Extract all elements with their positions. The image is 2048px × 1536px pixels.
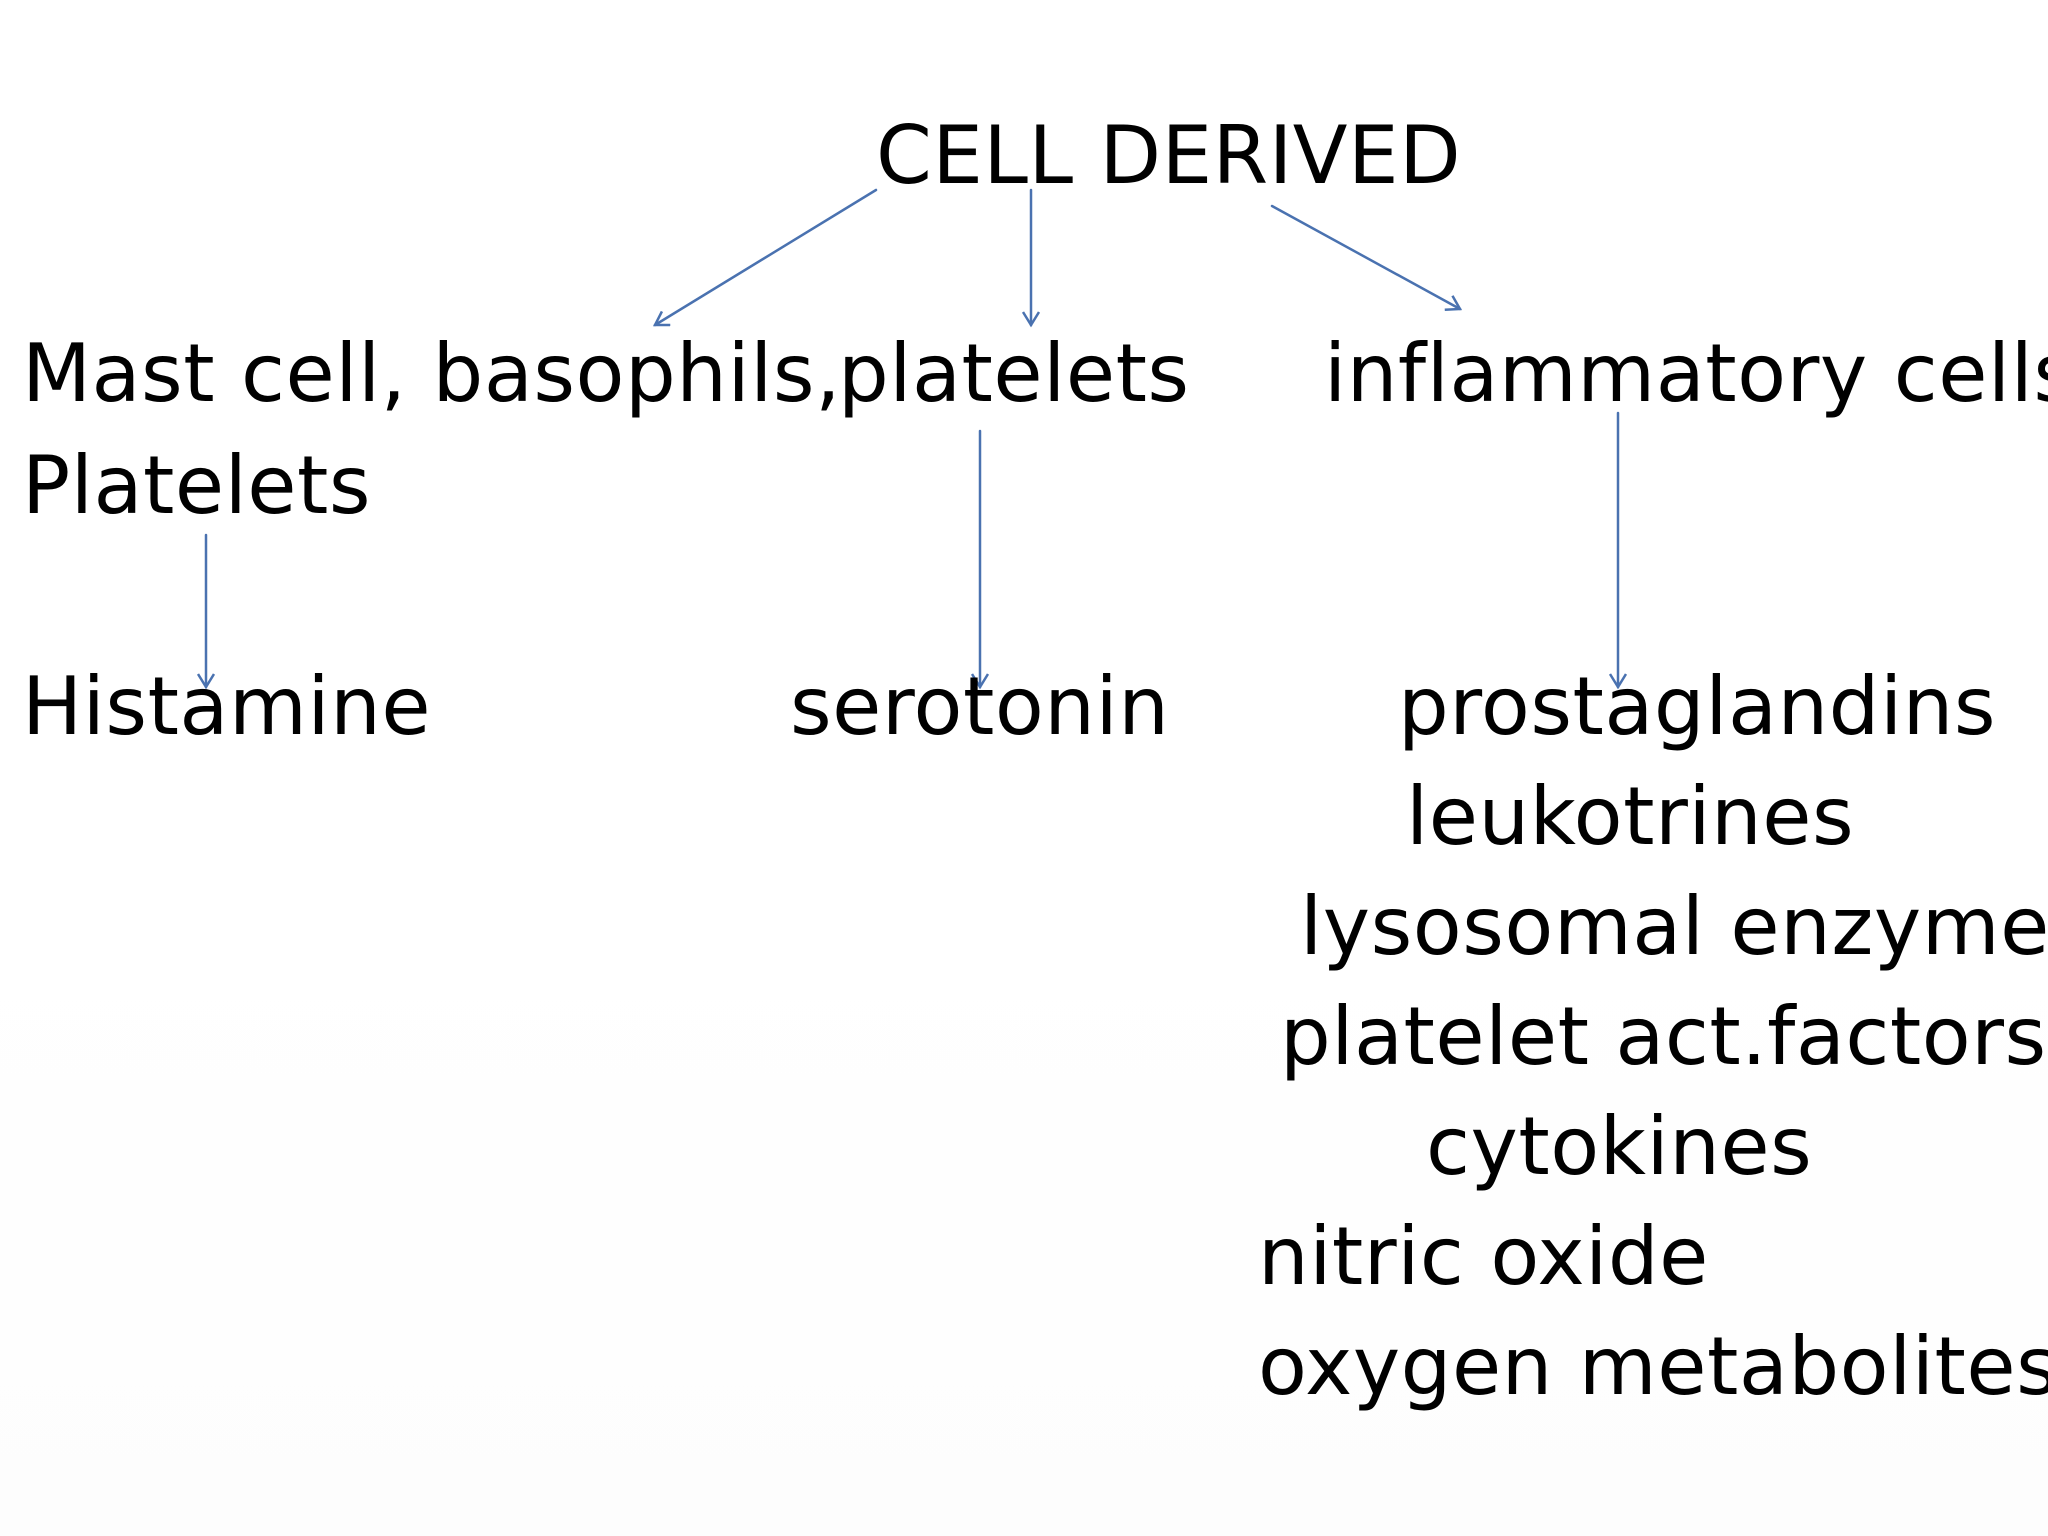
product-platelet-act-factors: platelet act.factors — [1280, 990, 2047, 1083]
branch-source-inflammatory-cells: inflammatory cells — [1324, 327, 2048, 420]
arrow-title-to-mast-cell — [655, 188, 878, 325]
product-serotonin: serotonin — [790, 660, 1170, 753]
product-lysosomal-enzymes: lysosomal enzymes — [1300, 880, 2048, 973]
diagram-title: CELL DERIVED — [876, 109, 1462, 202]
product-leukotrines: leukotrines — [1406, 770, 1855, 863]
arrow-title-to-inflammatory-cells — [1270, 204, 1460, 309]
branch-source-platelets: platelets — [838, 327, 1190, 420]
product-cytokines: cytokines — [1426, 1100, 1813, 1193]
product-oxygen-metabolites: oxygen metabolites — [1258, 1320, 2048, 1413]
product-prostaglandins: prostaglandins — [1398, 660, 1997, 753]
branch-source-mast-cell-line-1: Mast cell, basophils, — [22, 327, 842, 420]
product-nitric-oxide: nitric oxide — [1258, 1210, 1709, 1303]
branch-source-mast-cell-line-2: Platelets — [22, 439, 372, 532]
product-histamine: Histamine — [22, 660, 432, 753]
